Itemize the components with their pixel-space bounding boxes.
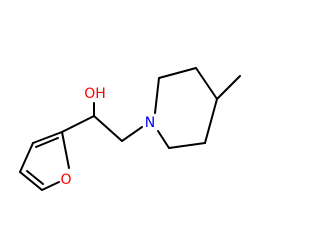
piperidine-bond-c3-c4 (195, 67, 218, 100)
furan-bond-o-c2 (61, 131, 70, 169)
bond-furan-to-carbinol (61, 115, 95, 133)
furan-bond-c3-c4 (19, 142, 34, 173)
furan-bond-c4-c5 (19, 171, 43, 191)
hydroxyl-label: OH (84, 86, 106, 102)
atom-labels: OH O N (60, 86, 155, 188)
piperidine-bond-c4-c5 (204, 98, 218, 144)
piperidine-bond-c6-n (157, 130, 170, 149)
furan-oxygen-label: O (60, 172, 71, 188)
furan-bond-c2-c3-inner (35, 137, 59, 148)
bonds (19, 67, 241, 191)
piperidine-bond-c2-c3 (158, 67, 197, 79)
furan-bond-c4-c5-inner (26, 170, 44, 185)
bond-carbinol-to-ch2 (93, 115, 123, 142)
furan-bond-c2-c3 (32, 131, 63, 144)
chemical-structure: OH O N (19, 67, 241, 191)
furan-bond-c5-o (41, 181, 60, 191)
piperidine-bond-c5-c6 (168, 142, 206, 149)
piperidine-bond-n-c2 (154, 77, 160, 114)
nitrogen-label: N (145, 115, 155, 131)
bond-ch2-to-n (121, 126, 143, 142)
bond-methyl (216, 75, 241, 100)
